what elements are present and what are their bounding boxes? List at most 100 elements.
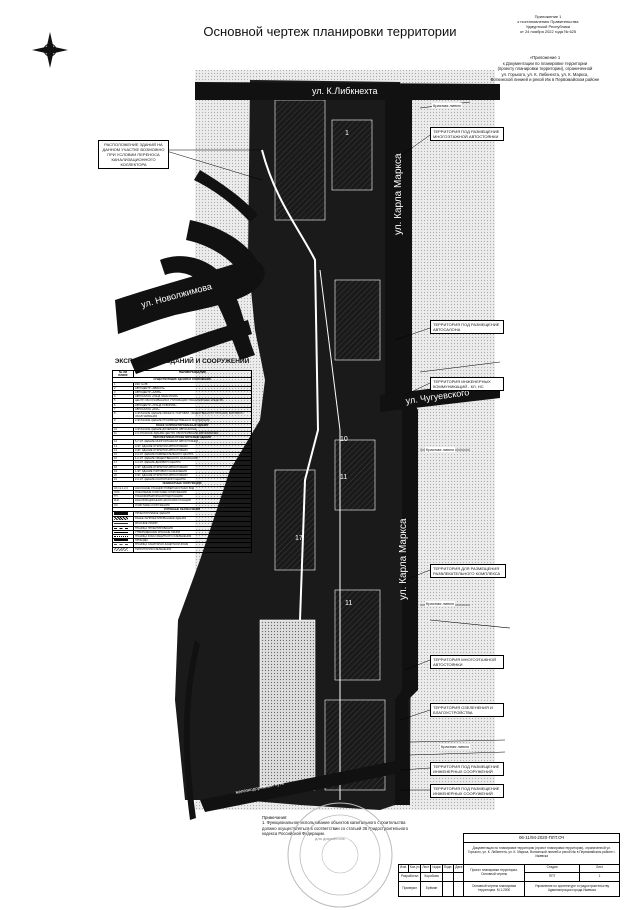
appendix-line: Удмуртской Республики — [525, 24, 571, 29]
appendix-line: Приложение 1 — [534, 14, 562, 19]
symbol-swatch — [114, 544, 128, 546]
zone-engineering-3: территория под размещение инженерных соо… — [430, 784, 504, 798]
appendix-main-note: «Приложение 1 к Документации по планиров… — [470, 55, 620, 83]
legend-symbol-row: ГРАНИЦА САНИТАРНО-ЗАЩИТНОЙ ЗОНЫ — [112, 542, 252, 548]
notes-line: должно осуществляться в соответствии со … — [262, 825, 408, 831]
building-block — [334, 439, 376, 511]
legend-col-num: № на плане — [112, 369, 134, 379]
legend-section: СУЩЕСТВУЮЩИЕ ЗДАНИЯ И СООРУЖЕНИЯ — [112, 377, 252, 383]
zone-autosalon: территория под размещение автосалона — [430, 320, 504, 334]
symbol-swatch — [114, 535, 128, 537]
symbol-swatch — [114, 511, 128, 515]
north-arrow-icon — [32, 32, 68, 68]
building-block — [331, 119, 373, 191]
bottom-curve — [183, 640, 200, 820]
appendix-main-line: «Приложение 1 — [529, 55, 561, 60]
legend-symbol-row: ТЕРРИТОРИЯ ОЗЕЛЕНЕНИЯ — [112, 546, 252, 553]
interchange-ramp — [186, 220, 262, 290]
zone-engineering-2: территория под размещение инженерных соо… — [430, 762, 504, 776]
stage-value: ППТ — [523, 872, 581, 882]
internal-road — [319, 269, 341, 800]
doc-description: Документация по планировке территории (п… — [463, 841, 620, 865]
street-label-marx-bottom: ул. Карла Маркса — [398, 518, 409, 600]
tb-role: Проверил — [397, 880, 422, 898]
symbol-swatch — [114, 531, 128, 533]
building-number: 1 — [345, 130, 349, 137]
symbol-swatch — [114, 527, 128, 529]
tb-person: Коробова — [420, 872, 443, 882]
zone-engineering-1: территория инженерных коммуникаций - кл,… — [430, 377, 504, 391]
red-line-label: Красная линия — [425, 601, 455, 606]
stage-header: Лист — [579, 863, 620, 874]
page-title: Основной чертеж планировки территории — [203, 24, 457, 39]
building-number: 11 — [340, 474, 348, 481]
stamp-text: для документов — [315, 836, 345, 841]
street-novolzhimova — [115, 260, 265, 334]
zone-greenery: территория озеленения и благоустройства — [430, 703, 504, 717]
leader-lines — [162, 134, 431, 791]
red-line-label: Красная линия — [432, 103, 462, 108]
building-number: 17 — [295, 535, 303, 542]
legend-table: № на плане НАИМЕНОВАНИЕ СУЩЕСТВУЮЩИЕ ЗДА… — [112, 369, 252, 553]
street-karl-marx — [385, 84, 418, 805]
tb-person: Ерёмин — [420, 880, 443, 898]
zone-entertainment: территория для размещения развлекательно… — [430, 564, 506, 578]
tb-header: №док — [430, 863, 443, 874]
stage-header: Стадия — [523, 863, 581, 874]
appendix-main-line: к Документации по планировке территории — [502, 60, 588, 66]
legend-section: УСЛОВНЫЕ ОБОЗНАЧЕНИЯ — [112, 506, 252, 512]
doc-code: 06-11/94-2020-ПЛТ.ОЧ — [463, 833, 620, 843]
street-label-marx-top: ул. Карла Маркса — [393, 153, 404, 235]
stage-value: 1 — [579, 872, 620, 882]
building-block — [274, 469, 316, 571]
building-number: 11 — [345, 600, 353, 607]
appendix-line: к постановлению Правительства — [517, 19, 579, 24]
notes-line: 1. Функциональное использование объектов… — [262, 820, 406, 826]
appendix-line: от 24 ноября 2022 года № 625 — [519, 29, 577, 34]
tb-header: Лист — [420, 863, 432, 874]
drawing-title: Основной чертеж планировки территории. М… — [463, 880, 525, 898]
symbol-swatch — [114, 523, 128, 525]
building-number: 10 — [340, 436, 348, 443]
tb-header: Подп. — [441, 863, 455, 874]
title-block: 06-11/94-2020-ПЛТ.ОЧ Документация по пла… — [397, 833, 621, 898]
building-block — [259, 619, 316, 791]
tb-header: Изм. — [398, 863, 409, 874]
legend-section: РАНЕЕ ЗАПРОЕКТИРОВАННЫЕ ЗДАНИЯ — [112, 422, 252, 428]
appendix-note: Приложение 1 к постановлению Правительст… — [488, 14, 608, 34]
railway — [200, 760, 405, 812]
interchange-ramp — [130, 320, 252, 374]
tb-role: Разработал — [397, 872, 422, 882]
zone-auto-parking: территория под размещение многоэтажной а… — [430, 127, 504, 141]
note-relocation: расположение зданий на данном участке во… — [98, 140, 169, 169]
zone-multistorey-parking: территория многоэтажной автостоянки — [430, 655, 504, 669]
building-block — [334, 279, 381, 361]
building-block — [274, 99, 326, 221]
symbol-swatch — [114, 517, 128, 521]
legend-section: ИНЖЕНЕРНЫЕ СООРУЖЕНИЯ — [112, 481, 252, 487]
notes: Примечания: 1. Функциональное использова… — [262, 815, 412, 837]
street-liebknecht — [195, 82, 500, 100]
red-line-label: Красная линия — [440, 744, 470, 749]
sheet-title: Проект планировки территории. Основной ч… — [463, 863, 525, 882]
tb-header: Кол.уч — [407, 863, 422, 874]
appendix-main-line: (проекту планировки территории), огранич… — [497, 66, 593, 72]
symbol-swatch — [114, 547, 128, 551]
interchange-ramp — [194, 170, 258, 222]
appendix-main-line: Воткинской линией и рекой Иж в Первомайс… — [490, 77, 600, 83]
street-label-liebknecht: ул. К.Либкнехта — [312, 86, 378, 96]
notes-line: кодекса Российской Федерации. — [262, 831, 326, 837]
legend-title: ЭКСПЛИКАЦИЯ ЗДАНИЙ И СООРУЖЕНИЙ — [114, 358, 250, 365]
appendix-main-line: ул. Горького, ул. К. Либкнехта, ул. К. М… — [501, 71, 589, 77]
red-line-label: Красная линия — [425, 447, 455, 452]
notes-heading: Примечания: — [262, 815, 288, 820]
tb-header: Дата — [453, 863, 465, 874]
internal-road — [261, 149, 320, 621]
legend-col-name: НАИМЕНОВАНИЕ — [133, 369, 252, 379]
building-block — [334, 589, 381, 681]
organization: Управление по архитектуре и градостроите… — [523, 880, 621, 898]
